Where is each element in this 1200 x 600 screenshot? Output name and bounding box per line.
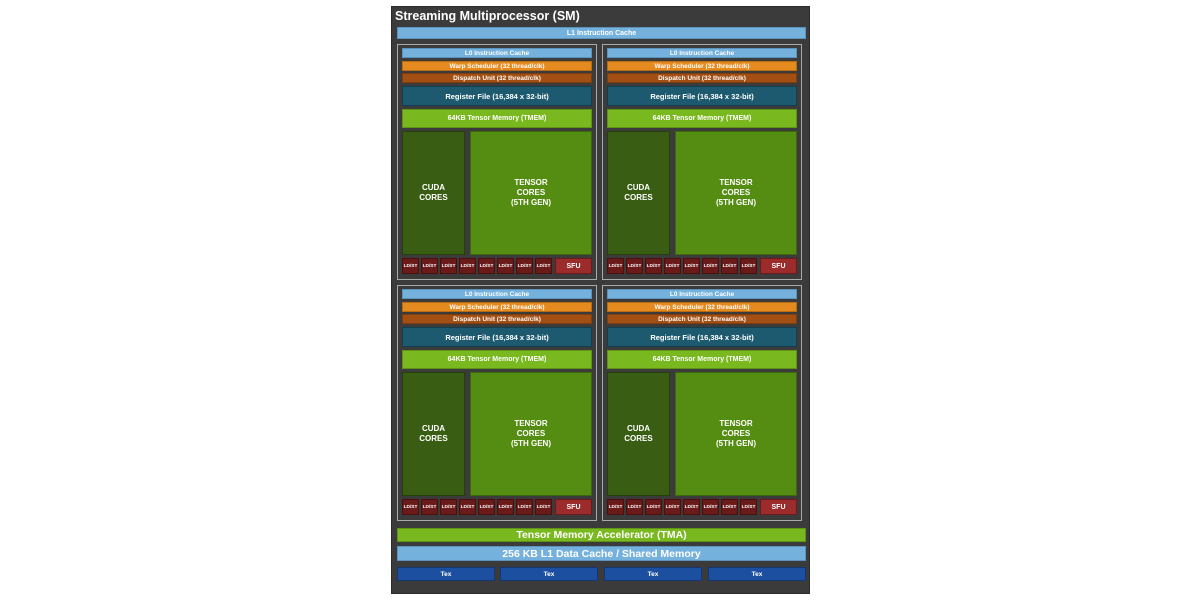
ldst-unit: LD/ST [459, 499, 476, 515]
sfu-unit: SFU [555, 258, 592, 274]
ldst-unit: LD/ST [740, 258, 757, 274]
dispatch-unit: Dispatch Unit (32 thread/clk) [607, 73, 797, 83]
tensor-memory-accelerator: Tensor Memory Accelerator (TMA) [397, 528, 806, 542]
tensor-memory: 64KB Tensor Memory (TMEM) [402, 109, 592, 128]
register-file: Register File (16,384 x 32-bit) [607, 327, 797, 347]
ldst-unit: LD/ST [626, 499, 643, 515]
tensor-memory: 64KB Tensor Memory (TMEM) [607, 350, 797, 369]
l0-instruction-cache: L0 Instruction Cache [607, 289, 797, 299]
ldst-unit: LD/ST [421, 499, 438, 515]
l0-instruction-cache: L0 Instruction Cache [402, 289, 592, 299]
ldst-sfu-row: LD/ST LD/ST LD/ST LD/ST LD/ST LD/ST LD/S… [402, 258, 592, 274]
dispatch-unit: Dispatch Unit (32 thread/clk) [402, 314, 592, 324]
ldst-unit: LD/ST [402, 258, 419, 274]
l0-instruction-cache: L0 Instruction Cache [607, 48, 797, 58]
ldst-unit: LD/ST [516, 499, 533, 515]
l1-data-cache-shared-memory: 256 KB L1 Data Cache / Shared Memory [397, 546, 806, 561]
l1-instruction-cache: L1 Instruction Cache [397, 27, 806, 39]
ldst-unit: LD/ST [478, 499, 495, 515]
ldst-sfu-row: LD/ST LD/ST LD/ST LD/ST LD/ST LD/ST LD/S… [402, 499, 592, 515]
l0-instruction-cache: L0 Instruction Cache [402, 48, 592, 58]
tex-unit-1: Tex [397, 567, 495, 581]
sfu-unit: SFU [760, 499, 797, 515]
ldst-unit: LD/ST [497, 499, 514, 515]
ldst-unit: LD/ST [626, 258, 643, 274]
streaming-multiprocessor: Streaming Multiprocessor (SM) L1 Instruc… [391, 6, 810, 594]
tex-unit-2: Tex [500, 567, 598, 581]
ldst-unit: LD/ST [664, 258, 681, 274]
sm-partition-4: L0 Instruction Cache Warp Scheduler (32 … [602, 285, 802, 521]
tensor-memory: 64KB Tensor Memory (TMEM) [607, 109, 797, 128]
ldst-sfu-row: LD/ST LD/ST LD/ST LD/ST LD/ST LD/ST LD/S… [607, 258, 797, 274]
tex-unit-4: Tex [708, 567, 806, 581]
ldst-unit: LD/ST [497, 258, 514, 274]
ldst-unit: LD/ST [459, 258, 476, 274]
warp-scheduler: Warp Scheduler (32 thread/clk) [607, 61, 797, 71]
ldst-unit: LD/ST [535, 499, 552, 515]
ldst-unit: LD/ST [683, 258, 700, 274]
register-file: Register File (16,384 x 32-bit) [607, 86, 797, 106]
ldst-unit: LD/ST [740, 499, 757, 515]
register-file: Register File (16,384 x 32-bit) [402, 327, 592, 347]
ldst-unit: LD/ST [607, 499, 624, 515]
sfu-unit: SFU [760, 258, 797, 274]
ldst-sfu-row: LD/ST LD/ST LD/ST LD/ST LD/ST LD/ST LD/S… [607, 499, 797, 515]
sm-partition-1: L0 Instruction Cache Warp Scheduler (32 … [397, 44, 597, 280]
warp-scheduler: Warp Scheduler (32 thread/clk) [607, 302, 797, 312]
tex-unit-3: Tex [604, 567, 702, 581]
dispatch-unit: Dispatch Unit (32 thread/clk) [402, 73, 592, 83]
ldst-unit: LD/ST [402, 499, 419, 515]
ldst-unit: LD/ST [645, 499, 662, 515]
ldst-unit: LD/ST [516, 258, 533, 274]
warp-scheduler: Warp Scheduler (32 thread/clk) [402, 61, 592, 71]
ldst-unit: LD/ST [664, 499, 681, 515]
ldst-unit: LD/ST [721, 499, 738, 515]
ldst-unit: LD/ST [683, 499, 700, 515]
tensor-memory: 64KB Tensor Memory (TMEM) [402, 350, 592, 369]
ldst-unit: LD/ST [645, 258, 662, 274]
sm-partition-2: L0 Instruction Cache Warp Scheduler (32 … [602, 44, 802, 280]
ldst-unit: LD/ST [607, 258, 624, 274]
ldst-unit: LD/ST [702, 258, 719, 274]
ldst-unit: LD/ST [721, 258, 738, 274]
ldst-unit: LD/ST [421, 258, 438, 274]
ldst-unit: LD/ST [440, 499, 457, 515]
ldst-unit: LD/ST [440, 258, 457, 274]
sm-partition-3: L0 Instruction Cache Warp Scheduler (32 … [397, 285, 597, 521]
ldst-unit: LD/ST [702, 499, 719, 515]
ldst-unit: LD/ST [478, 258, 495, 274]
warp-scheduler: Warp Scheduler (32 thread/clk) [402, 302, 592, 312]
ldst-unit: LD/ST [535, 258, 552, 274]
sm-title: Streaming Multiprocessor (SM) [395, 9, 580, 23]
sfu-unit: SFU [555, 499, 592, 515]
dispatch-unit: Dispatch Unit (32 thread/clk) [607, 314, 797, 324]
register-file: Register File (16,384 x 32-bit) [402, 86, 592, 106]
